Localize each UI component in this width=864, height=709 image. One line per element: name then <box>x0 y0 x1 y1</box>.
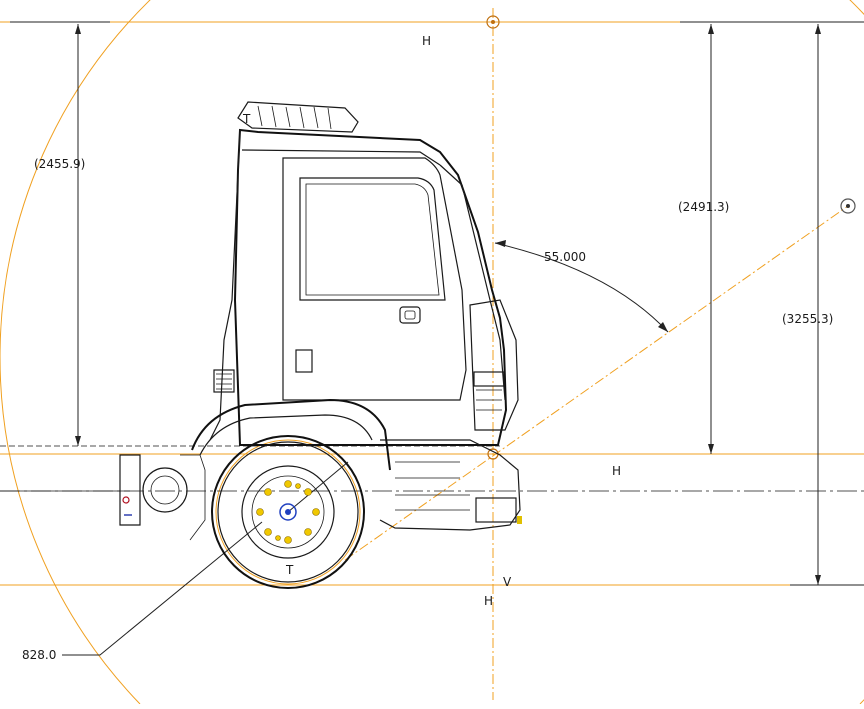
angle-arc <box>494 242 669 333</box>
mid-dim-arrow-top <box>708 24 714 34</box>
rear-equipment-drum <box>142 467 188 513</box>
rear-pillar <box>209 129 241 441</box>
rear-equipment-drum-inner <box>150 475 180 505</box>
right-dim-arrow-bottom <box>815 575 821 585</box>
truck-cab <box>119 101 522 541</box>
cab-outline <box>233 128 508 446</box>
tilt-angle-label: 55.000 <box>544 250 586 264</box>
t-marker-top: T <box>242 112 251 126</box>
left-dim-arrow-top <box>75 24 81 34</box>
chassis-bumper <box>379 439 521 531</box>
h-marker-mid: H <box>612 464 621 478</box>
front-step <box>475 497 517 523</box>
right-height-label: (3255.3) <box>782 312 833 326</box>
left-height-label: (2455.9) <box>34 157 85 171</box>
roof-deflector-ribs <box>257 105 332 130</box>
hub-center <box>279 503 297 521</box>
rim-inner <box>251 475 325 549</box>
wheel-arch <box>191 398 391 471</box>
step-light <box>295 349 313 373</box>
right-dim-arrow-top <box>815 24 821 34</box>
rear-light <box>213 369 235 393</box>
left-dim-arrow-bottom <box>75 436 81 446</box>
cab-window <box>299 177 446 301</box>
labels: (2455.9) (2491.3) (3255.3) 55.000 828.0 … <box>22 34 833 662</box>
tyre-outer <box>211 435 365 589</box>
door-handle <box>399 306 421 324</box>
angle-arrow-left <box>495 240 506 247</box>
radius-leader <box>62 521 263 656</box>
angle-arrow-right <box>658 322 668 332</box>
tilt-diagonal-line <box>344 205 849 561</box>
rim <box>241 465 335 559</box>
top-pivot-dot <box>491 20 495 24</box>
indicator-light <box>517 516 522 524</box>
cab-roof-edge <box>241 149 441 166</box>
wheel-nuts <box>256 480 320 544</box>
rear-light-slats <box>216 373 232 390</box>
roof-deflector <box>237 101 359 133</box>
chassis-details <box>395 461 470 511</box>
tilted-pivot-dot <box>846 204 850 208</box>
hub-dot <box>285 509 291 515</box>
rear-frame <box>180 454 206 541</box>
door-handle-inner <box>404 310 416 320</box>
radius-line <box>287 461 349 513</box>
wheel-radius-label: 828.0 <box>22 648 56 662</box>
tyre-inner <box>217 441 359 583</box>
rear-connector <box>122 496 130 504</box>
top-pivot-marker <box>486 15 500 29</box>
cab-door <box>282 157 467 401</box>
wheel-arch-inner <box>199 414 373 456</box>
mid-dim-arrow-bottom <box>708 444 714 454</box>
rear-bracket <box>119 454 141 526</box>
dimension-lines <box>10 21 864 656</box>
grille-slats <box>476 389 502 411</box>
cab-window-inner <box>305 183 440 296</box>
a-pillar <box>439 164 506 401</box>
t-marker-wheel: T <box>285 563 294 577</box>
h-marker-top: H <box>422 34 431 48</box>
axis-lines <box>0 445 864 492</box>
tilted-pivot-marker <box>840 198 856 214</box>
h-marker-bottom: H <box>484 594 493 608</box>
v-marker-bottom: V <box>503 575 512 589</box>
wheel <box>211 435 365 589</box>
wheel-reference-circle <box>215 439 361 585</box>
headlight <box>473 371 505 387</box>
mid-height-label: (2491.3) <box>678 200 729 214</box>
front-grille <box>469 299 519 431</box>
